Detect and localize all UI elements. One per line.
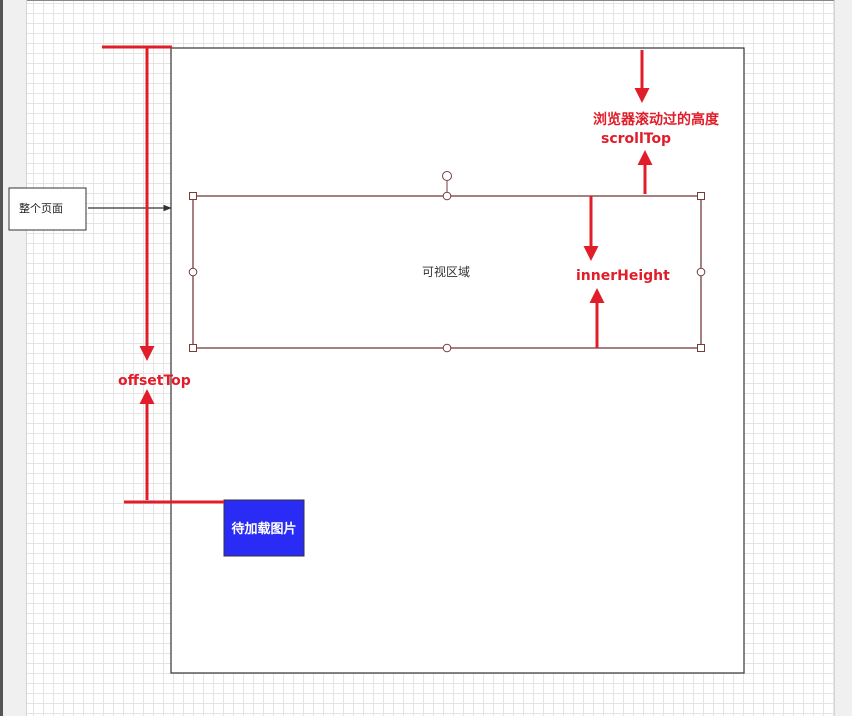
resize-handle-sw[interactable] — [189, 344, 197, 352]
resize-handle-w[interactable] — [188, 267, 198, 277]
resize-handle-n[interactable] — [442, 191, 452, 201]
resize-handle-e[interactable] — [696, 267, 706, 277]
left-scroll-strip — [0, 0, 27, 716]
rotate-handle[interactable] — [442, 171, 452, 181]
offset-top-label: offsetTop — [118, 373, 191, 389]
lazy-image-box[interactable]: 待加载图片 — [223, 499, 305, 557]
scroll-title-label: 浏览器滚动过的高度 — [593, 111, 720, 128]
inner-height-label: innerHeight — [576, 268, 670, 284]
scroll-top-label: scrollTop — [601, 131, 671, 147]
resize-handle-se[interactable] — [697, 344, 705, 352]
resize-handle-nw[interactable] — [189, 192, 197, 200]
resize-handle-ne[interactable] — [697, 192, 705, 200]
right-scroll-strip — [834, 0, 852, 716]
whole-page-label: 整个页面 — [19, 201, 63, 215]
lazy-image-label: 待加载图片 — [230, 521, 296, 537]
canvas-top-border — [0, 0, 852, 1]
left-edge — [0, 0, 3, 716]
whole-page-label-box[interactable]: 整个页面 — [8, 187, 87, 231]
viewport-label: 可视区域 — [422, 264, 470, 279]
resize-handle-s[interactable] — [442, 343, 452, 353]
viewport-shape[interactable]: 可视区域 — [188, 171, 706, 353]
